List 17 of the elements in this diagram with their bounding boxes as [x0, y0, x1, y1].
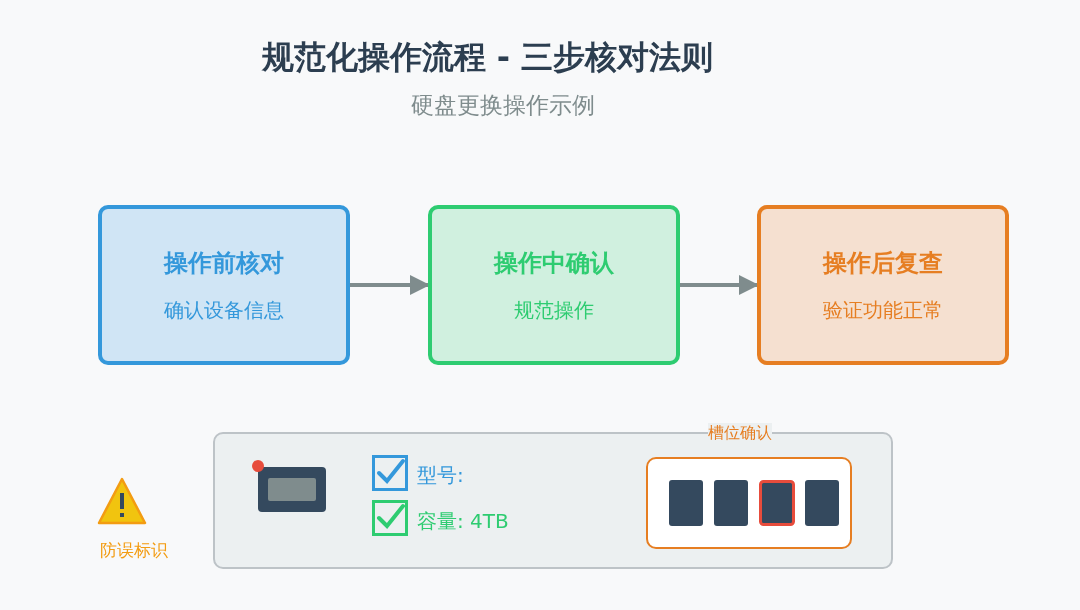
step-description: 确认设备信息 — [164, 296, 284, 324]
step-title: 操作后复查 — [823, 247, 943, 279]
process-box — [98, 205, 350, 365]
slot-heading: 槽位确认 — [708, 423, 772, 444]
step-title: 操作前核对 — [164, 247, 284, 279]
step-description: 验证功能正常 — [823, 296, 943, 324]
warning-label: 防误标识 — [100, 539, 168, 562]
arrow — [680, 275, 759, 295]
step-description: 规范操作 — [514, 296, 594, 324]
step-title: 操作中确认 — [494, 247, 614, 279]
field-label: 容量: 4TB — [417, 508, 509, 535]
subtitle: 硬盘更换操作示例 — [409, 91, 596, 120]
field-label: 型号: — [417, 462, 464, 489]
title: 规范化操作流程 - 三步核对法则 — [260, 37, 715, 78]
process-box — [757, 205, 1009, 365]
arrow — [350, 275, 430, 295]
process-box — [428, 205, 680, 365]
